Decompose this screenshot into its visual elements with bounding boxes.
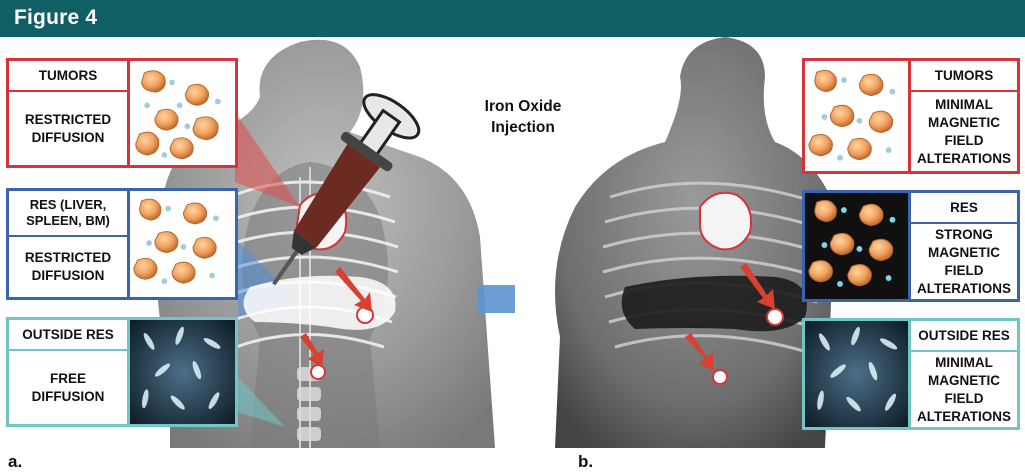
box-b-res-body: STRONG MAGNETIC FIELD ALTERATIONS xyxy=(911,224,1017,300)
cell-cluster-icon xyxy=(127,191,235,297)
cell-cluster-icon xyxy=(127,61,235,165)
box-a-outside-body: FREE DIFFUSION xyxy=(9,351,127,424)
cell-cluster-icon xyxy=(805,61,911,171)
injection-label: Iron Oxide Injection xyxy=(468,96,578,138)
box-a-res-body: RESTRICTED DIFFUSION xyxy=(9,237,127,297)
particle-image xyxy=(127,320,235,424)
box-a-tumors-body: RESTRICTED DIFFUSION xyxy=(9,92,127,165)
box-b-tumors-head: TUMORS xyxy=(911,61,1017,92)
box-b-outside: OUTSIDE RES MINIMAL MAGNETIC FIELD ALTER… xyxy=(802,318,1020,430)
panel-b-label: b. xyxy=(578,452,593,472)
box-b-res: RES STRONG MAGNETIC FIELD ALTERATIONS xyxy=(802,190,1020,302)
panel-a-label: a. xyxy=(8,452,22,472)
box-a-tumors-head: TUMORS xyxy=(9,61,127,92)
box-a-outside-head: OUTSIDE RES xyxy=(9,320,127,351)
box-b-outside-head: OUTSIDE RES xyxy=(911,321,1017,352)
box-b-res-head: RES xyxy=(911,193,1017,224)
box-a-tumors: TUMORS RESTRICTED DIFFUSION xyxy=(6,58,238,168)
box-a-outside: OUTSIDE RES FREE DIFFUSION xyxy=(6,317,238,427)
box-b-outside-body: MINIMAL MAGNETIC FIELD ALTERATIONS xyxy=(911,352,1017,428)
box-a-res-head: RES (LIVER, SPLEEN, BM) xyxy=(9,191,127,237)
cell-cluster-icon xyxy=(805,193,911,299)
box-b-tumors: TUMORS MINIMAL MAGNETIC FIELD ALTERATION… xyxy=(802,58,1020,174)
figure-header: Figure 4 xyxy=(0,0,1025,37)
box-b-tumors-body: MINIMAL MAGNETIC FIELD ALTERATIONS xyxy=(911,92,1017,171)
particle-image xyxy=(805,321,911,427)
box-a-res: RES (LIVER, SPLEEN, BM) RESTRICTED DIFFU… xyxy=(6,188,238,300)
figure-title: Figure 4 xyxy=(14,6,97,30)
